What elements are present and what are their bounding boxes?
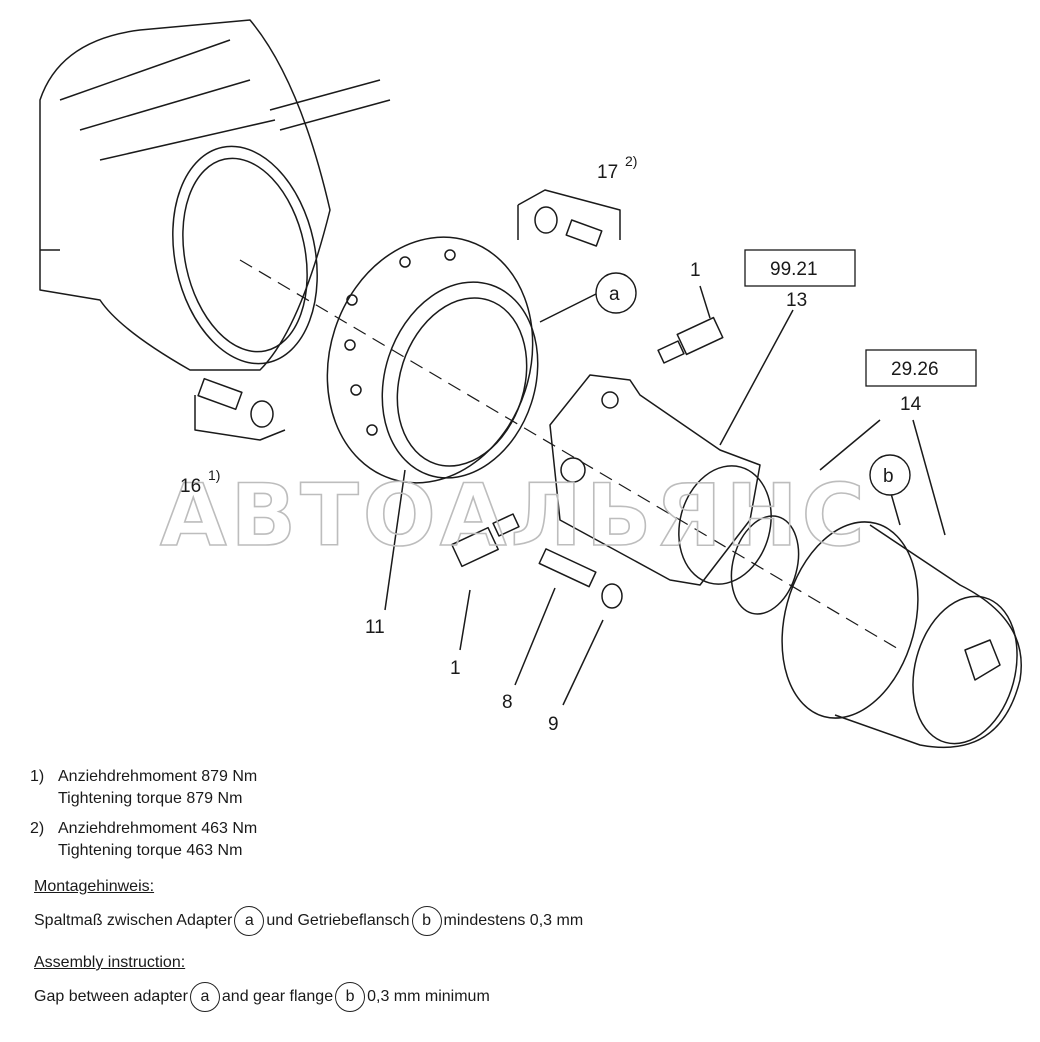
label-13: 13	[786, 290, 807, 311]
marker-b-inline: b	[411, 906, 442, 936]
label-11: 11	[365, 617, 385, 638]
assembly-text-de-pre: Spaltmaß zwischen Adapter	[34, 912, 233, 929]
watermark: АВТОАЛЬЯНС	[160, 466, 869, 566]
bolt-8	[538, 548, 597, 588]
note-number: 2)	[30, 820, 45, 837]
drum-housing	[39, 19, 391, 371]
marker-b: b	[883, 466, 894, 487]
ref-box-99-21: 99.21	[770, 259, 818, 280]
note-text-de: Anziehdrehmoment 879 Nm	[58, 768, 258, 785]
plug-bottom	[451, 513, 520, 568]
notes-section: 1) Anziehdrehmoment 879 Nm Tightening to…	[30, 766, 1010, 1014]
label-1-top: 1	[690, 260, 701, 281]
adapter-ring	[326, 236, 539, 484]
note-number: 1)	[30, 768, 45, 785]
ref-box-29-26: 29.26	[891, 359, 939, 380]
marker-a-inline: a	[234, 906, 265, 936]
assembly-line-de: Spaltmaß zwischen Adapter a und Getriebe…	[34, 904, 1010, 938]
o-ring	[730, 515, 800, 615]
assembly-text-en-pre: Gap between adapter	[34, 988, 188, 1005]
marker-a-inline: a	[189, 982, 220, 1012]
exploded-view-diagram: АВТОАЛЬЯНС 99.21 29.26 a b 17 2) 16 1) 1…	[39, 19, 1022, 749]
gearbox	[781, 521, 1022, 749]
label-1-bottom: 1	[450, 658, 461, 679]
note-text-de: Anziehdrehmoment 463 Nm	[58, 820, 258, 837]
note-text-en: Tightening torque 879 Nm	[58, 790, 243, 807]
assembly-text-de-post: mindestens 0,3 mm	[443, 912, 584, 929]
label-17: 17	[597, 162, 618, 183]
assembly-text-en-post: 0,3 mm minimum	[367, 988, 490, 1005]
bolt-17	[517, 189, 621, 247]
marker-a: a	[609, 284, 620, 305]
bolt-16	[194, 377, 286, 441]
marker-b-inline: b	[335, 982, 366, 1012]
washer-9	[601, 583, 623, 609]
assembly-heading-de: Montagehinweis:	[34, 878, 155, 895]
hydraulic-motor	[549, 374, 772, 586]
label-16-sup: 1)	[208, 467, 220, 483]
label-8: 8	[502, 692, 513, 713]
assembly-heading-en: Assembly instruction:	[34, 954, 186, 971]
note-1: 1) Anziehdrehmoment 879 Nm Tightening to…	[30, 766, 1010, 810]
note-text-en: Tightening torque 463 Nm	[58, 842, 243, 859]
assembly-text-en-mid: and gear flange	[221, 988, 334, 1005]
assembly-text-de-mid: und Getriebeflansch	[266, 912, 410, 929]
label-16: 16	[180, 476, 201, 497]
label-17-sup: 2)	[625, 153, 637, 169]
plug-top	[657, 316, 724, 364]
assembly-line-en: Gap between adapter a and gear flange b …	[34, 980, 1010, 1014]
label-9: 9	[548, 714, 559, 735]
label-14: 14	[900, 394, 922, 415]
note-2: 2) Anziehdrehmoment 463 Nm Tightening to…	[30, 818, 1010, 862]
